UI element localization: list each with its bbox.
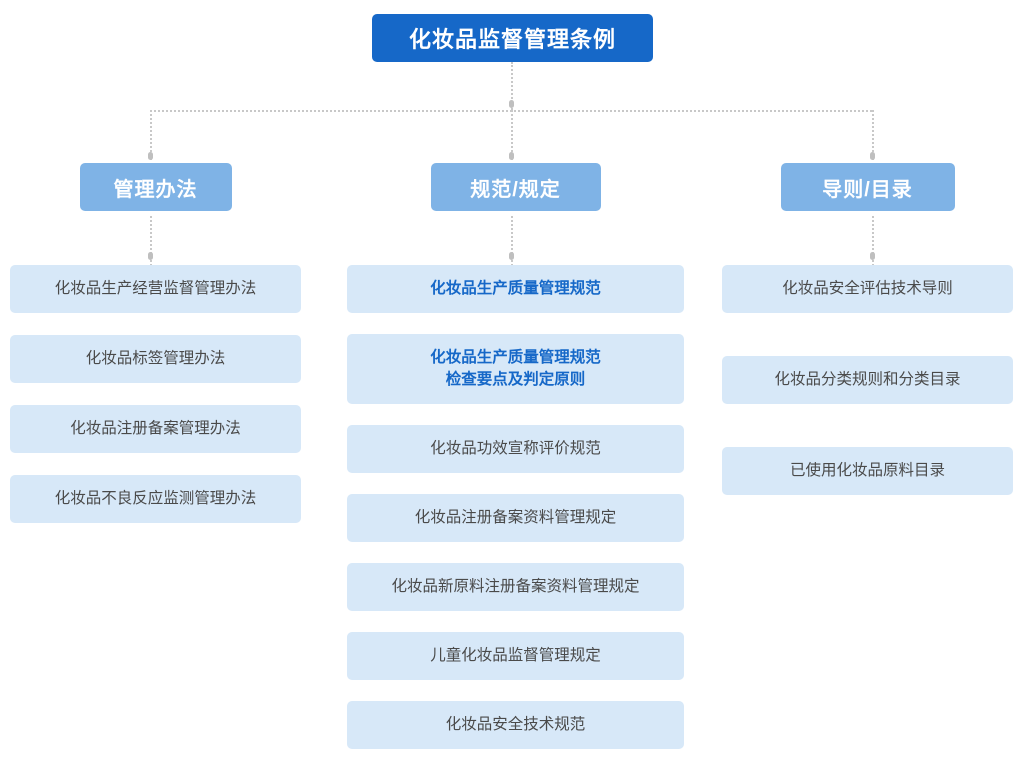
column-items-guidelines-catalogs: 化妆品安全评估技术导则化妆品分类规则和分类目录已使用化妆品原料目录 — [722, 265, 1013, 495]
diagram-node-label: 化妆品安全评估技术导则 — [782, 279, 953, 297]
column-items-norms-regulations: 化妆品生产质量管理规范化妆品生产质量管理规范 检查要点及判定原则化妆品功效宣称评… — [347, 265, 684, 749]
connector-stub-column-1 — [150, 216, 152, 266]
connector-drop-column-2 — [511, 110, 513, 160]
connector-endpoint-dot-3 — [870, 152, 875, 160]
connector-stub-column-2 — [511, 216, 513, 266]
diagram-node[interactable]: 化妆品生产质量管理规范 — [347, 265, 684, 313]
column-header-management-methods[interactable]: 管理办法 — [79, 163, 232, 211]
diagram-node-label: 化妆品功效宣称评价规范 — [430, 439, 601, 457]
diagram-node-label: 化妆品生产质量管理规范 — [430, 279, 601, 297]
diagram-node[interactable]: 化妆品新原料注册备案资料管理规定 — [347, 563, 684, 611]
diagram-node[interactable]: 化妆品安全评估技术导则 — [722, 265, 1013, 313]
diagram-node-label: 化妆品不良反应监测管理办法 — [54, 489, 257, 507]
diagram-node-label: 已使用化妆品原料目录 — [789, 461, 945, 479]
diagram-node[interactable]: 化妆品不良反应监测管理办法 — [10, 475, 301, 523]
diagram-node[interactable]: 化妆品标签管理办法 — [10, 335, 301, 383]
branch-column-guidelines-catalogs: 导则/目录 化妆品安全评估技术导则化妆品分类规则和分类目录已使用化妆品原料目录 — [722, 163, 1013, 538]
diagram-node[interactable]: 化妆品安全技术规范 — [347, 701, 684, 749]
connector-drop-column-1 — [150, 110, 152, 160]
diagram-node[interactable]: 化妆品生产经营监督管理办法 — [10, 265, 301, 313]
branch-column-management-methods: 管理办法 化妆品生产经营监督管理办法化妆品标签管理办法化妆品注册备案管理办法化妆… — [10, 163, 301, 545]
diagram-node-label: 化妆品分类规则和分类目录 — [774, 370, 961, 388]
diagram-node[interactable]: 化妆品功效宣称评价规范 — [347, 425, 684, 473]
diagram-node-label: 化妆品新原料注册备案资料管理规定 — [391, 577, 640, 595]
column-items-management-methods: 化妆品生产经营监督管理办法化妆品标签管理办法化妆品注册备案管理办法化妆品不良反应… — [10, 265, 301, 523]
root-title-node: 化妆品监督管理条例 — [372, 14, 653, 62]
diagram-node-label: 化妆品注册备案资料管理规定 — [414, 508, 617, 526]
connector-trunk-vertical — [511, 62, 513, 110]
connector-trunk-dot — [509, 100, 514, 108]
diagram-node-label: 儿童化妆品监督管理规定 — [430, 646, 601, 664]
connector-drop-column-3 — [872, 110, 874, 160]
diagram-node[interactable]: 已使用化妆品原料目录 — [722, 447, 1013, 495]
diagram-node[interactable]: 化妆品生产质量管理规范 检查要点及判定原则 — [347, 334, 684, 404]
diagram-node-label: 化妆品注册备案管理办法 — [70, 419, 241, 437]
connector-stub-dot-1 — [148, 252, 153, 260]
connector-stub-dot-2 — [509, 252, 514, 260]
column-header-norms-regulations[interactable]: 规范/规定 — [430, 163, 601, 211]
diagram-node[interactable]: 化妆品分类规则和分类目录 — [722, 356, 1013, 404]
connector-endpoint-dot-2 — [509, 152, 514, 160]
connector-stub-dot-3 — [870, 252, 875, 260]
diagram-node-label: 化妆品标签管理办法 — [85, 349, 226, 367]
diagram-node[interactable]: 儿童化妆品监督管理规定 — [347, 632, 684, 680]
diagram-node-label: 化妆品安全技术规范 — [445, 715, 586, 733]
connector-endpoint-dot-1 — [148, 152, 153, 160]
branch-column-norms-regulations: 规范/规定 化妆品生产质量管理规范化妆品生产质量管理规范 检查要点及判定原则化妆… — [347, 163, 684, 770]
diagram-node-label: 化妆品生产质量管理规范 检查要点及判定原则 — [430, 348, 601, 388]
diagram-node[interactable]: 化妆品注册备案资料管理规定 — [347, 494, 684, 542]
column-header-guidelines-catalogs[interactable]: 导则/目录 — [780, 163, 955, 211]
diagram-node-label: 化妆品生产经营监督管理办法 — [54, 279, 257, 297]
connector-stub-column-3 — [872, 216, 874, 266]
diagram-node[interactable]: 化妆品注册备案管理办法 — [10, 405, 301, 453]
